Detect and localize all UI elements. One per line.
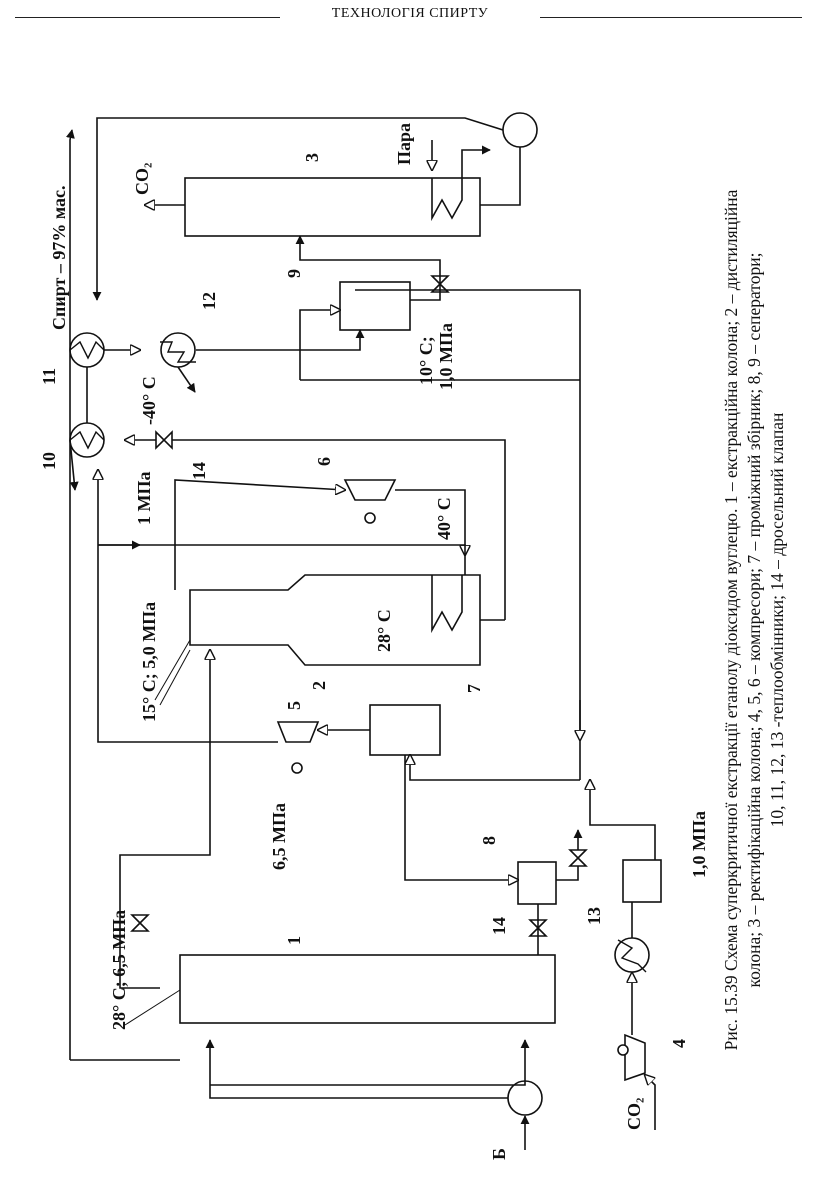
header-rule-left	[15, 17, 280, 18]
label-num-14a: 14	[189, 462, 209, 480]
heat-exchanger-11	[69, 332, 105, 368]
compressor-6	[343, 479, 397, 501]
distillation-column-2	[189, 574, 481, 666]
label-t-28c: 28° С	[374, 609, 394, 652]
label-sep9-temp: 10° С;	[416, 336, 436, 385]
heat-exchanger-13	[614, 937, 650, 973]
label-num-3: 3	[302, 153, 322, 162]
label-co2-in: CO₂	[624, 1098, 644, 1130]
label-num-6: 6	[314, 457, 334, 466]
rectification-column-3	[184, 177, 481, 237]
label-num-4: 4	[669, 1039, 689, 1048]
label-col1-cond: 28° С; 6,5 МПа	[109, 910, 129, 1030]
label-num-12: 12	[199, 292, 219, 310]
label-temp-minus40: -40° С	[139, 376, 159, 425]
label-num-2: 2	[309, 681, 329, 690]
compressor-4	[624, 1033, 646, 1082]
label-num-11: 11	[39, 368, 59, 385]
label-num-1: 1	[284, 936, 304, 945]
figure-caption: Рис. 15.39 Схема суперкритичної екстракц…	[720, 60, 810, 1180]
label-p-1-0mpa: 1,0 МПа	[689, 811, 709, 878]
running-head-title: ТЕХНОЛОГІЯ СПИРТУ	[331, 6, 489, 21]
collector-7	[369, 704, 441, 756]
valve-col1	[130, 914, 150, 932]
label-sep9-pressure: 1,0 МПа	[436, 323, 456, 390]
caption-line-3: 10, 11, 12, 13 -теплообмінники; 14 – дро…	[767, 412, 787, 828]
label-steam: Пара	[394, 123, 414, 165]
label-num-14b: 14	[489, 917, 509, 935]
label-num-8: 8	[479, 836, 499, 845]
label-feed-b: Б	[489, 1148, 509, 1160]
pump-bottom	[507, 1080, 543, 1116]
label-col2-cond: 15° С; 5,0 МПа	[139, 602, 159, 722]
label-num-5: 5	[284, 701, 304, 710]
heat-exchanger-10	[69, 422, 105, 458]
separator-8	[517, 861, 557, 905]
label-num-13: 13	[584, 907, 604, 925]
label-p-1mpa: 1 МПа	[134, 472, 154, 526]
header-rule-right	[540, 17, 802, 18]
label-num-7: 7	[464, 684, 484, 693]
valve-sep8	[568, 849, 588, 867]
extraction-column-1	[179, 954, 556, 1024]
pump-top	[502, 112, 538, 148]
compressor-5	[276, 721, 320, 743]
caption-line-2: колона; 3 – ректифікаційна колона; 4, 5,…	[744, 252, 764, 988]
label-co2-out: CO₂	[132, 163, 152, 195]
label-alcohol: Спирт – 97% мас.	[49, 186, 69, 330]
coil-column-2	[431, 575, 463, 634]
label-num-10: 10	[39, 452, 59, 470]
caption-line-1: Рис. 15.39 Схема суперкритичної екстракц…	[721, 189, 741, 1051]
buffer-vessel	[622, 859, 662, 903]
valve-14-top	[155, 430, 173, 450]
coil-column-3	[431, 178, 463, 222]
label-t-40c: 40° С	[434, 497, 454, 540]
label-p-65mpa: 6,5 МПа	[269, 803, 289, 870]
heat-exchanger-12	[160, 332, 196, 368]
label-num-9: 9	[284, 269, 304, 278]
page-header: ТЕХНОЛОГІЯ СПИРТУ	[0, 6, 819, 26]
